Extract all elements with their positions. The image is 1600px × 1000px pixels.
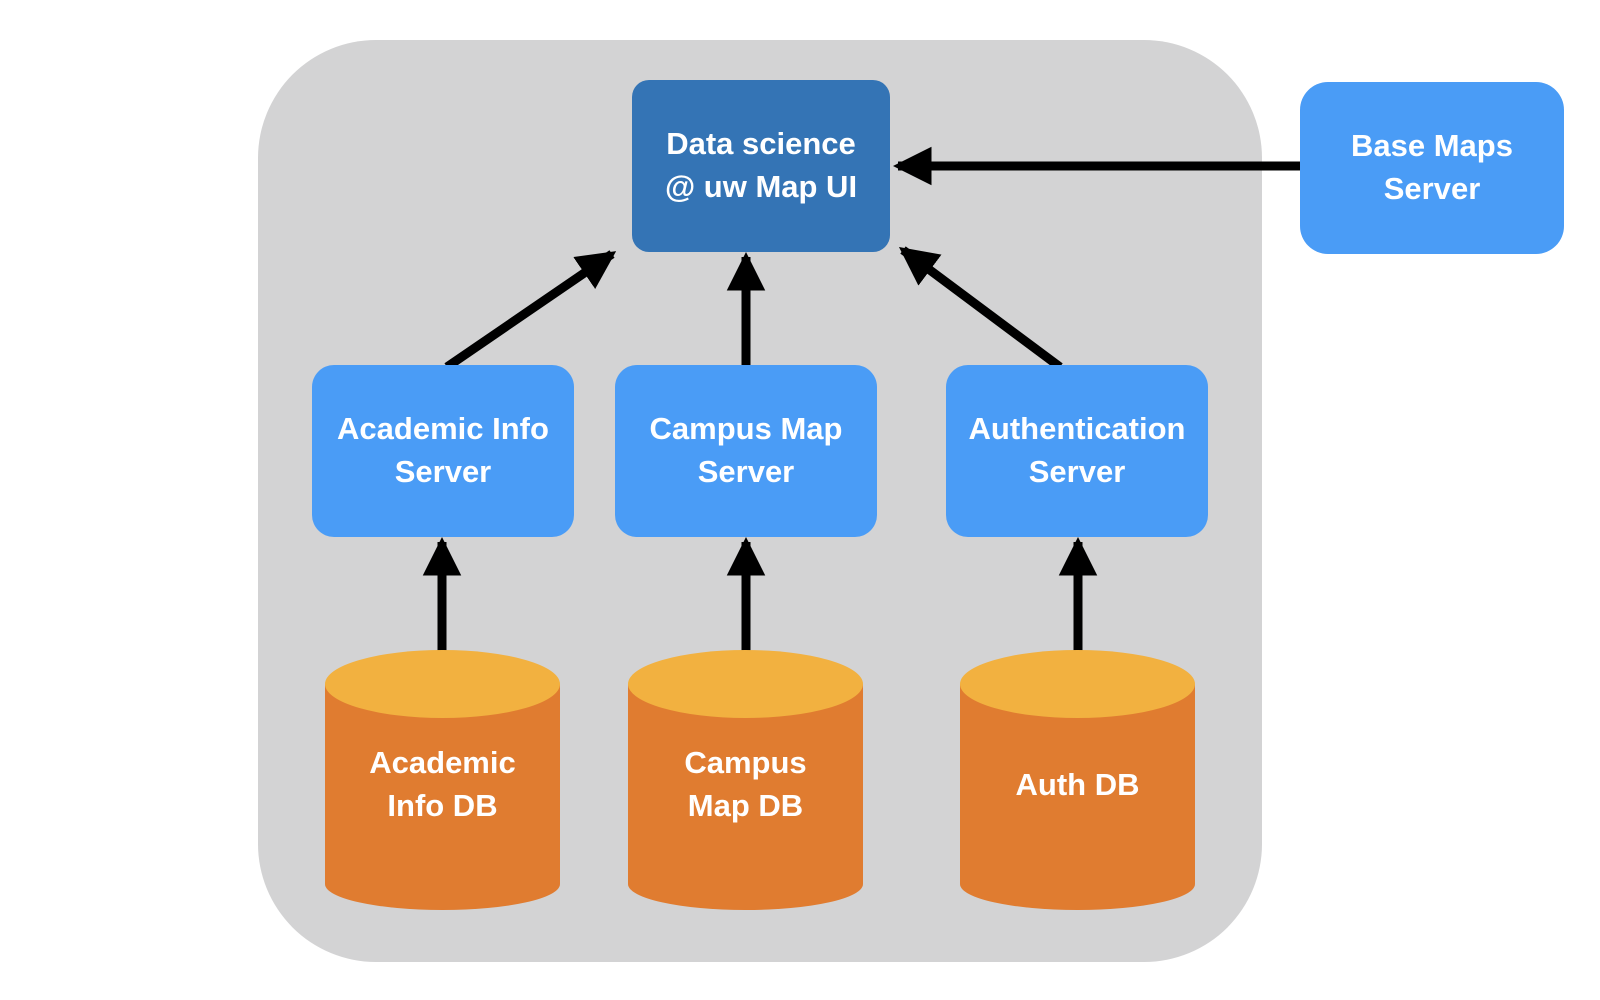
- node-map-ui-label: Data science @ uw Map UI: [664, 126, 858, 204]
- node-auth-db-label: Auth DB: [1015, 766, 1140, 802]
- node-academic-info-db: Academic Info DB: [325, 650, 560, 910]
- cylinder-top: [960, 650, 1195, 718]
- node-auth-server: Authentication Server: [946, 365, 1208, 537]
- cylinder-top: [325, 650, 560, 718]
- node-academic-info-server-label: Academic Info Server: [337, 411, 549, 489]
- node-base-maps-server-label: Base Maps Server: [1351, 128, 1513, 206]
- cylinder-body: [960, 684, 1195, 910]
- node-academic-info-server: Academic Info Server: [312, 365, 574, 537]
- node-campus-map-server-label: Campus Map Server: [649, 411, 843, 489]
- node-auth-server-label: Authentication Server: [968, 411, 1186, 489]
- cylinder-body: [325, 684, 560, 910]
- node-academic-info-db-label: Academic Info DB: [369, 745, 516, 823]
- node-map-ui: Data science @ uw Map UI: [632, 80, 890, 252]
- node-auth-db: Auth DB: [960, 650, 1195, 910]
- node-campus-map-server: Campus Map Server: [615, 365, 877, 537]
- node-campus-map-db: Campus Map DB: [628, 650, 863, 910]
- node-campus-map-db-label: Campus Map DB: [684, 745, 807, 823]
- node-base-maps-server: Base Maps Server: [1300, 82, 1564, 254]
- cylinder-body: [628, 684, 863, 910]
- cylinder-top: [628, 650, 863, 718]
